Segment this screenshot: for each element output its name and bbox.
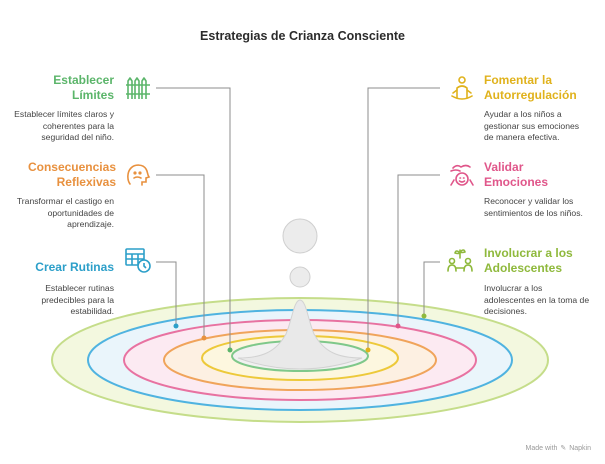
connector-autorregulacion [367, 87, 440, 350]
heading-crear-rutinas: Crear Rutinas [35, 260, 114, 274]
fence-icon [126, 77, 150, 99]
desc-consecuencias: Transformar el castigo en oportunidades … [16, 196, 114, 229]
desc-validar: Reconocer y validar los sentimientos de … [484, 196, 583, 218]
connector-consecuencias [156, 174, 205, 338]
calendar-clock-icon [125, 248, 151, 273]
heading-establecer-limites: Establecer Límites [53, 73, 114, 102]
napkin-logo-icon: ✎ [560, 445, 567, 452]
connector-adolescentes [423, 261, 440, 316]
droplet-small [289, 266, 311, 288]
hand-heart-icon [450, 164, 474, 186]
connector-establecer-limites [156, 87, 231, 350]
diagram-title: Estrategias de Crianza Consciente [200, 29, 405, 43]
heading-autorregulacion: Fomentar la Autorregulación [484, 73, 577, 102]
connector-validar [397, 174, 440, 326]
napkin-brand: Napkin [569, 445, 591, 452]
made-with-label: Made with [525, 445, 558, 452]
desc-autorregulacion: Ayudar a los niños a gestionar sus emoci… [484, 109, 580, 142]
desc-adolescentes: Involucrar a los adolescentes en la toma… [484, 283, 590, 316]
desc-establecer-limites: Establecer límites claros y coherentes p… [14, 109, 114, 142]
desc-crear-rutinas: Establecer rutinas predecibles para la e… [41, 283, 114, 316]
heading-adolescentes: Involucrar a los Adolescentes [484, 246, 573, 275]
water-splash [237, 299, 363, 370]
teens-plant-icon [447, 249, 473, 272]
heading-consecuencias: Consecuencias Reflexivas [27, 160, 116, 189]
made-with-footer: Made with ✎ Napkin [526, 444, 591, 452]
droplet-large [282, 218, 318, 254]
connector-crear-rutinas [156, 261, 177, 326]
thinking-head-icon [127, 164, 151, 186]
heading-validar: Validar Emociones [484, 160, 549, 189]
meditation-icon [451, 76, 473, 100]
